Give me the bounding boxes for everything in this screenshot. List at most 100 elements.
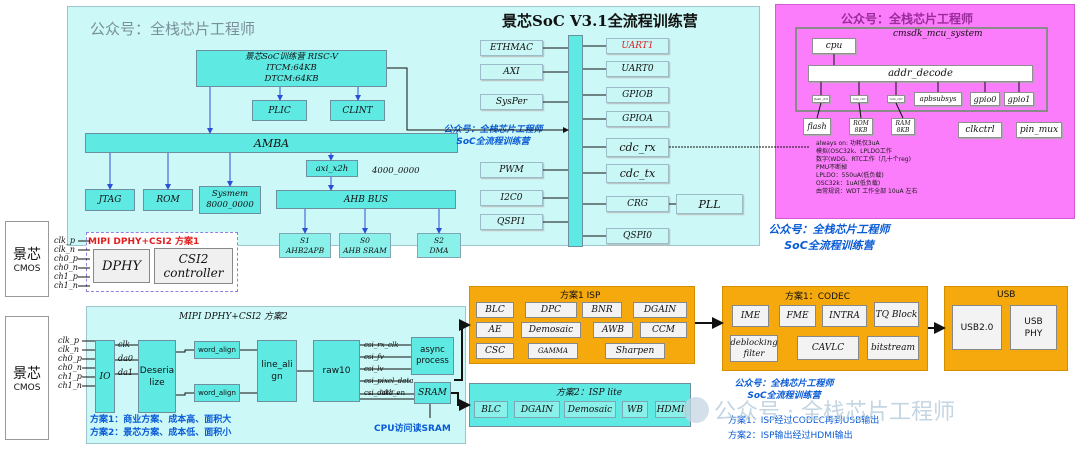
line-align-box: line_ali gn — [257, 340, 297, 402]
mcu-pin-mux-box: pin_mux — [1016, 122, 1062, 138]
s1-ahb2apb-box: S1 AHB2APB — [279, 233, 331, 258]
plan2-note1: 方案1：商业方案、成本高、面积大 — [90, 415, 232, 425]
pin2-ch0-p: ch0_p — [58, 354, 82, 363]
csi2-label: CSI2 — [178, 252, 209, 266]
deserialize-box: Deseria lize — [138, 340, 176, 413]
codec-title: 方案1：CODEC — [785, 292, 850, 302]
deserialize-label: Deseria — [139, 365, 175, 376]
isp2-demosaic: Demosaic — [564, 401, 616, 418]
periph-pwm: PWM — [480, 162, 543, 178]
cmos1-sub: CMOS — [13, 264, 41, 274]
soc-title: 景芯SoC V3.1全流程训练营 — [502, 12, 698, 30]
plan2-note2: 方案2：景芯方案、成本低、面积小 — [90, 428, 232, 438]
io-pin-da0: da0 — [118, 354, 133, 363]
periph-sysper: SysPer — [480, 94, 543, 110]
pin2-ch1-n: ch1_n — [58, 381, 82, 390]
codec-tq-block: TQ Block — [874, 302, 919, 327]
isp1-awb: AWB — [593, 322, 633, 338]
riscv-cpu-box: 景芯SoC训练营 RISC-V ITCM:64KB DTCM:64KB — [196, 50, 387, 87]
async-label: async — [420, 345, 445, 355]
cmos1-label: 景芯 — [13, 247, 41, 263]
mcu-note-2: 数字(WDG、RTC工作（几十个reg) — [816, 156, 911, 163]
mcu-system-title: cmsdk_mcu_system — [893, 29, 983, 39]
mcu-notes: always on: 功耗仅3uA 模拟(OSC32k、LPLDO工作 数字(W… — [816, 140, 917, 196]
pin-ch1-p: ch1_p — [54, 272, 78, 281]
word-align-bottom: word_align — [194, 384, 240, 402]
mcu-system-frame — [795, 27, 1048, 112]
pin-ch1-n: ch1_n — [54, 281, 78, 290]
watermark-big: 公众号 · 全栈芯片工程师 — [714, 400, 955, 425]
addr-4000-label: 4000_0000 — [372, 166, 420, 176]
mcu-gpio1-box: gpio1 — [1004, 92, 1034, 106]
usb-phy-label: USB — [1024, 316, 1043, 327]
mcu-note-6: 由常规说：WDT 工作全部 10uA 左右 — [816, 188, 918, 195]
wechat-logo-icon — [683, 397, 709, 423]
io-box: IO — [95, 340, 115, 413]
sram-box: SRAM — [414, 382, 451, 404]
mcu-note-1: 模拟(OSC32k、LPLDO工作 — [816, 148, 892, 155]
isp1-title: 方案1 ISP — [560, 291, 601, 301]
isp1-csc: CSC — [476, 343, 514, 359]
isp1-ae: AE — [476, 322, 514, 338]
periph-i2c0: I2C0 — [480, 190, 543, 206]
codec-intra: INTRA — [822, 305, 867, 327]
mcu-flash-ctrl-tag: flash_ctrl — [812, 95, 830, 103]
mcu-clkctrl-box: clkctrl — [958, 122, 1002, 138]
csi2-controller-box: CSI2 controller — [154, 248, 233, 284]
isp2-title: 方案2：ISP lite — [556, 388, 623, 398]
mcu-ram-ctrl-tag: ram_ctrl — [887, 95, 905, 103]
pin2-ch0-n: ch0_n — [58, 363, 82, 372]
s2-sub: DMA — [429, 245, 449, 255]
usb-phy-sub: PHY — [1024, 328, 1043, 339]
right-note: 公众号：全栈芯片工程师 SoC全流程训练营 — [744, 222, 914, 254]
isp2-wb: WB — [622, 401, 648, 418]
isp1-ccm: CCM — [640, 322, 687, 338]
pin2-clk-p: clk_p — [58, 336, 80, 345]
cmos-sensor-2: 景芯 CMOS — [5, 316, 49, 440]
periph-pll: PLL — [676, 194, 743, 214]
periph-cdc-rx: cdc_rx — [606, 138, 669, 157]
cmos2-sub: CMOS — [13, 383, 41, 393]
bottom-note-line1: 公众号：全栈芯片工程师 — [734, 379, 834, 389]
cmos1-pins: clk_p clk_n ch0_p ch0_n ch1_p ch1_n — [54, 236, 78, 290]
cmos2-label: 景芯 — [13, 366, 41, 382]
periph-uart1: UART1 — [606, 38, 669, 54]
periph-axi: AXI — [480, 64, 543, 80]
right-note-line1: 公众号：全栈芯片工程师 — [768, 223, 890, 236]
pin-clk-p: clk_p — [54, 236, 76, 245]
mcu-note-3: PMU不断掉 — [816, 164, 848, 171]
dphy-box: DPHY — [93, 249, 150, 283]
cpu-box-line3: DTCM:64KB — [264, 74, 319, 84]
pin-clk-n: clk_n — [54, 245, 76, 254]
apb-bus-bar — [568, 35, 583, 247]
word-align-top: word_align — [194, 341, 240, 359]
mcu-apbsubsys-box: apbsubsys — [914, 92, 962, 106]
pin2-clk-n: clk_n — [58, 345, 80, 354]
periph-ethmac: ETHMAC — [480, 40, 543, 56]
pin-ch0-n: ch0_n — [54, 263, 78, 272]
line-align-label: line_ali — [261, 360, 293, 370]
plan2-title: MIPI DPHY+CSI2 方案2 — [179, 312, 288, 322]
codec-ime: IME — [732, 305, 769, 327]
bottom-note: 公众号：全栈芯片工程师 SoC全流程训练营 — [716, 378, 852, 402]
pin2-ch1-p: ch1_p — [58, 372, 82, 381]
watermark-top-left: 公众号：全栈芯片工程师 — [90, 20, 256, 38]
isp2-blc: BLC — [474, 401, 508, 418]
isp1-dpc: DPC — [525, 302, 577, 318]
mcu-rom-label: ROM — [853, 119, 869, 127]
sysmem-addr: 8000_0000 — [206, 200, 254, 210]
cpu-box-line2: ITCM:64KB — [266, 63, 317, 73]
mcu-ram-label: RAM — [895, 119, 911, 127]
periph-cdc-tx: cdc_tx — [606, 164, 669, 183]
usb-phy-box: USB PHY — [1010, 305, 1057, 350]
mcu-flash-box: flash — [803, 118, 831, 135]
addr-label: addr — [380, 389, 395, 396]
isp1-sharpen: Sharpen — [605, 343, 665, 359]
isp1-gamma: GAMMA — [528, 343, 578, 359]
periph-qspi1: QSPI1 — [480, 214, 543, 230]
s0-ahb-sram-box: S0 AHB SRAM — [339, 233, 391, 258]
isp1-demosaic: Demosaic — [521, 322, 581, 338]
mcu-note-5: OSC32k：1uA(低负载) — [816, 180, 881, 187]
cmos2-pins: clk_p clk_n ch0_p ch0_n ch1_p ch1_n — [58, 336, 82, 390]
ahb-bus-bar: AHB BUS — [276, 190, 456, 209]
